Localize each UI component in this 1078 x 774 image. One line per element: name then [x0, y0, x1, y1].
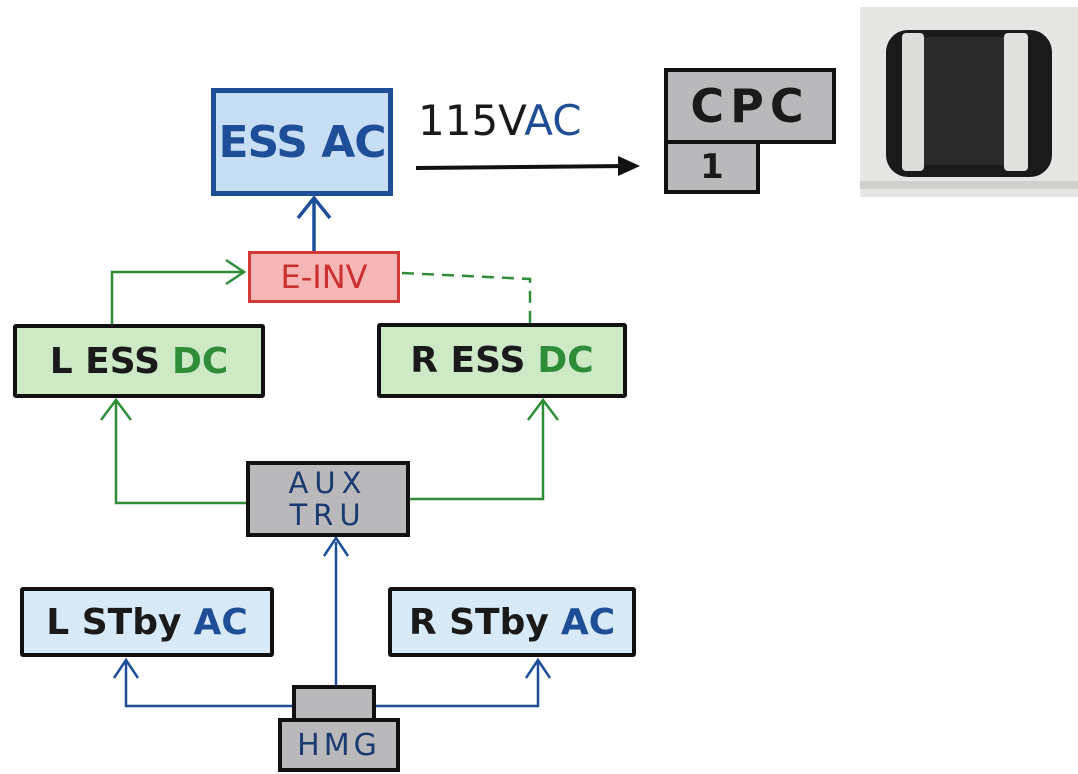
- l-ess-dc-prefix: L ESS: [50, 341, 160, 382]
- ess-ac-label: ESS AC: [218, 117, 385, 168]
- aux-tru-to-r-ess-dc-line: [410, 400, 558, 499]
- cpc-photo-interior: [914, 37, 1018, 165]
- l-stby-ac-accent: AC: [193, 602, 247, 643]
- l-stby-ac-prefix: L STby: [46, 602, 181, 643]
- hmg-to-r-stby-ac-line: [376, 660, 550, 706]
- r-ess-dc-prefix: R ESS: [410, 340, 525, 381]
- aux-tru-line1: AUX: [289, 467, 368, 499]
- aux-tru-line2: TRU: [289, 499, 366, 531]
- hmg-to-l-stby-ac-line: [114, 660, 292, 706]
- aux-tru-to-l-ess-dc-line: [101, 400, 246, 503]
- e-inv-box: E-INV: [248, 251, 400, 303]
- hmg-box: HMG: [278, 718, 400, 772]
- ess-ac-to-cpc-line: [416, 156, 640, 176]
- r-ess-dc-to-e-inv-dashed-line: [402, 273, 530, 323]
- l-ess-dc-accent: DC: [172, 341, 228, 382]
- l-ess-dc-to-e-inv-line: [112, 260, 244, 324]
- cpc-photo: [860, 7, 1078, 197]
- cpc-photo-right-door: [1004, 33, 1028, 171]
- cpc-label: CPC: [690, 79, 809, 133]
- l-stby-ac-bus-box: L STby AC: [20, 587, 274, 657]
- aux-tru-box: AUX TRU: [246, 461, 410, 537]
- e-inv-to-ess-ac-line: [298, 198, 330, 251]
- hmg-label: HMG: [297, 728, 381, 763]
- r-stby-ac-bus-box: R STby AC: [388, 587, 636, 657]
- l-ess-dc-bus-box: L ESS DC: [13, 324, 265, 398]
- cpc-box: CPC: [664, 68, 836, 144]
- r-stby-ac-accent: AC: [561, 602, 615, 643]
- voltage-prefix: 115V: [418, 96, 524, 145]
- bus-voltage-label: 115VAC: [418, 96, 582, 145]
- r-ess-dc-bus-box: R ESS DC: [377, 323, 627, 398]
- hmg-to-aux-tru-line: [324, 538, 348, 685]
- voltage-accent: AC: [524, 96, 581, 145]
- cpc-number-box: 1: [664, 140, 760, 194]
- e-inv-label: E-INV: [280, 258, 367, 296]
- cpc-number: 1: [700, 147, 724, 187]
- r-stby-ac-prefix: R STby: [409, 602, 549, 643]
- cpc-photo-left-door: [902, 33, 924, 171]
- cpc-photo-floor-stripe: [860, 181, 1078, 189]
- ess-ac-bus-box: ESS AC: [211, 88, 393, 196]
- r-ess-dc-accent: DC: [537, 340, 593, 381]
